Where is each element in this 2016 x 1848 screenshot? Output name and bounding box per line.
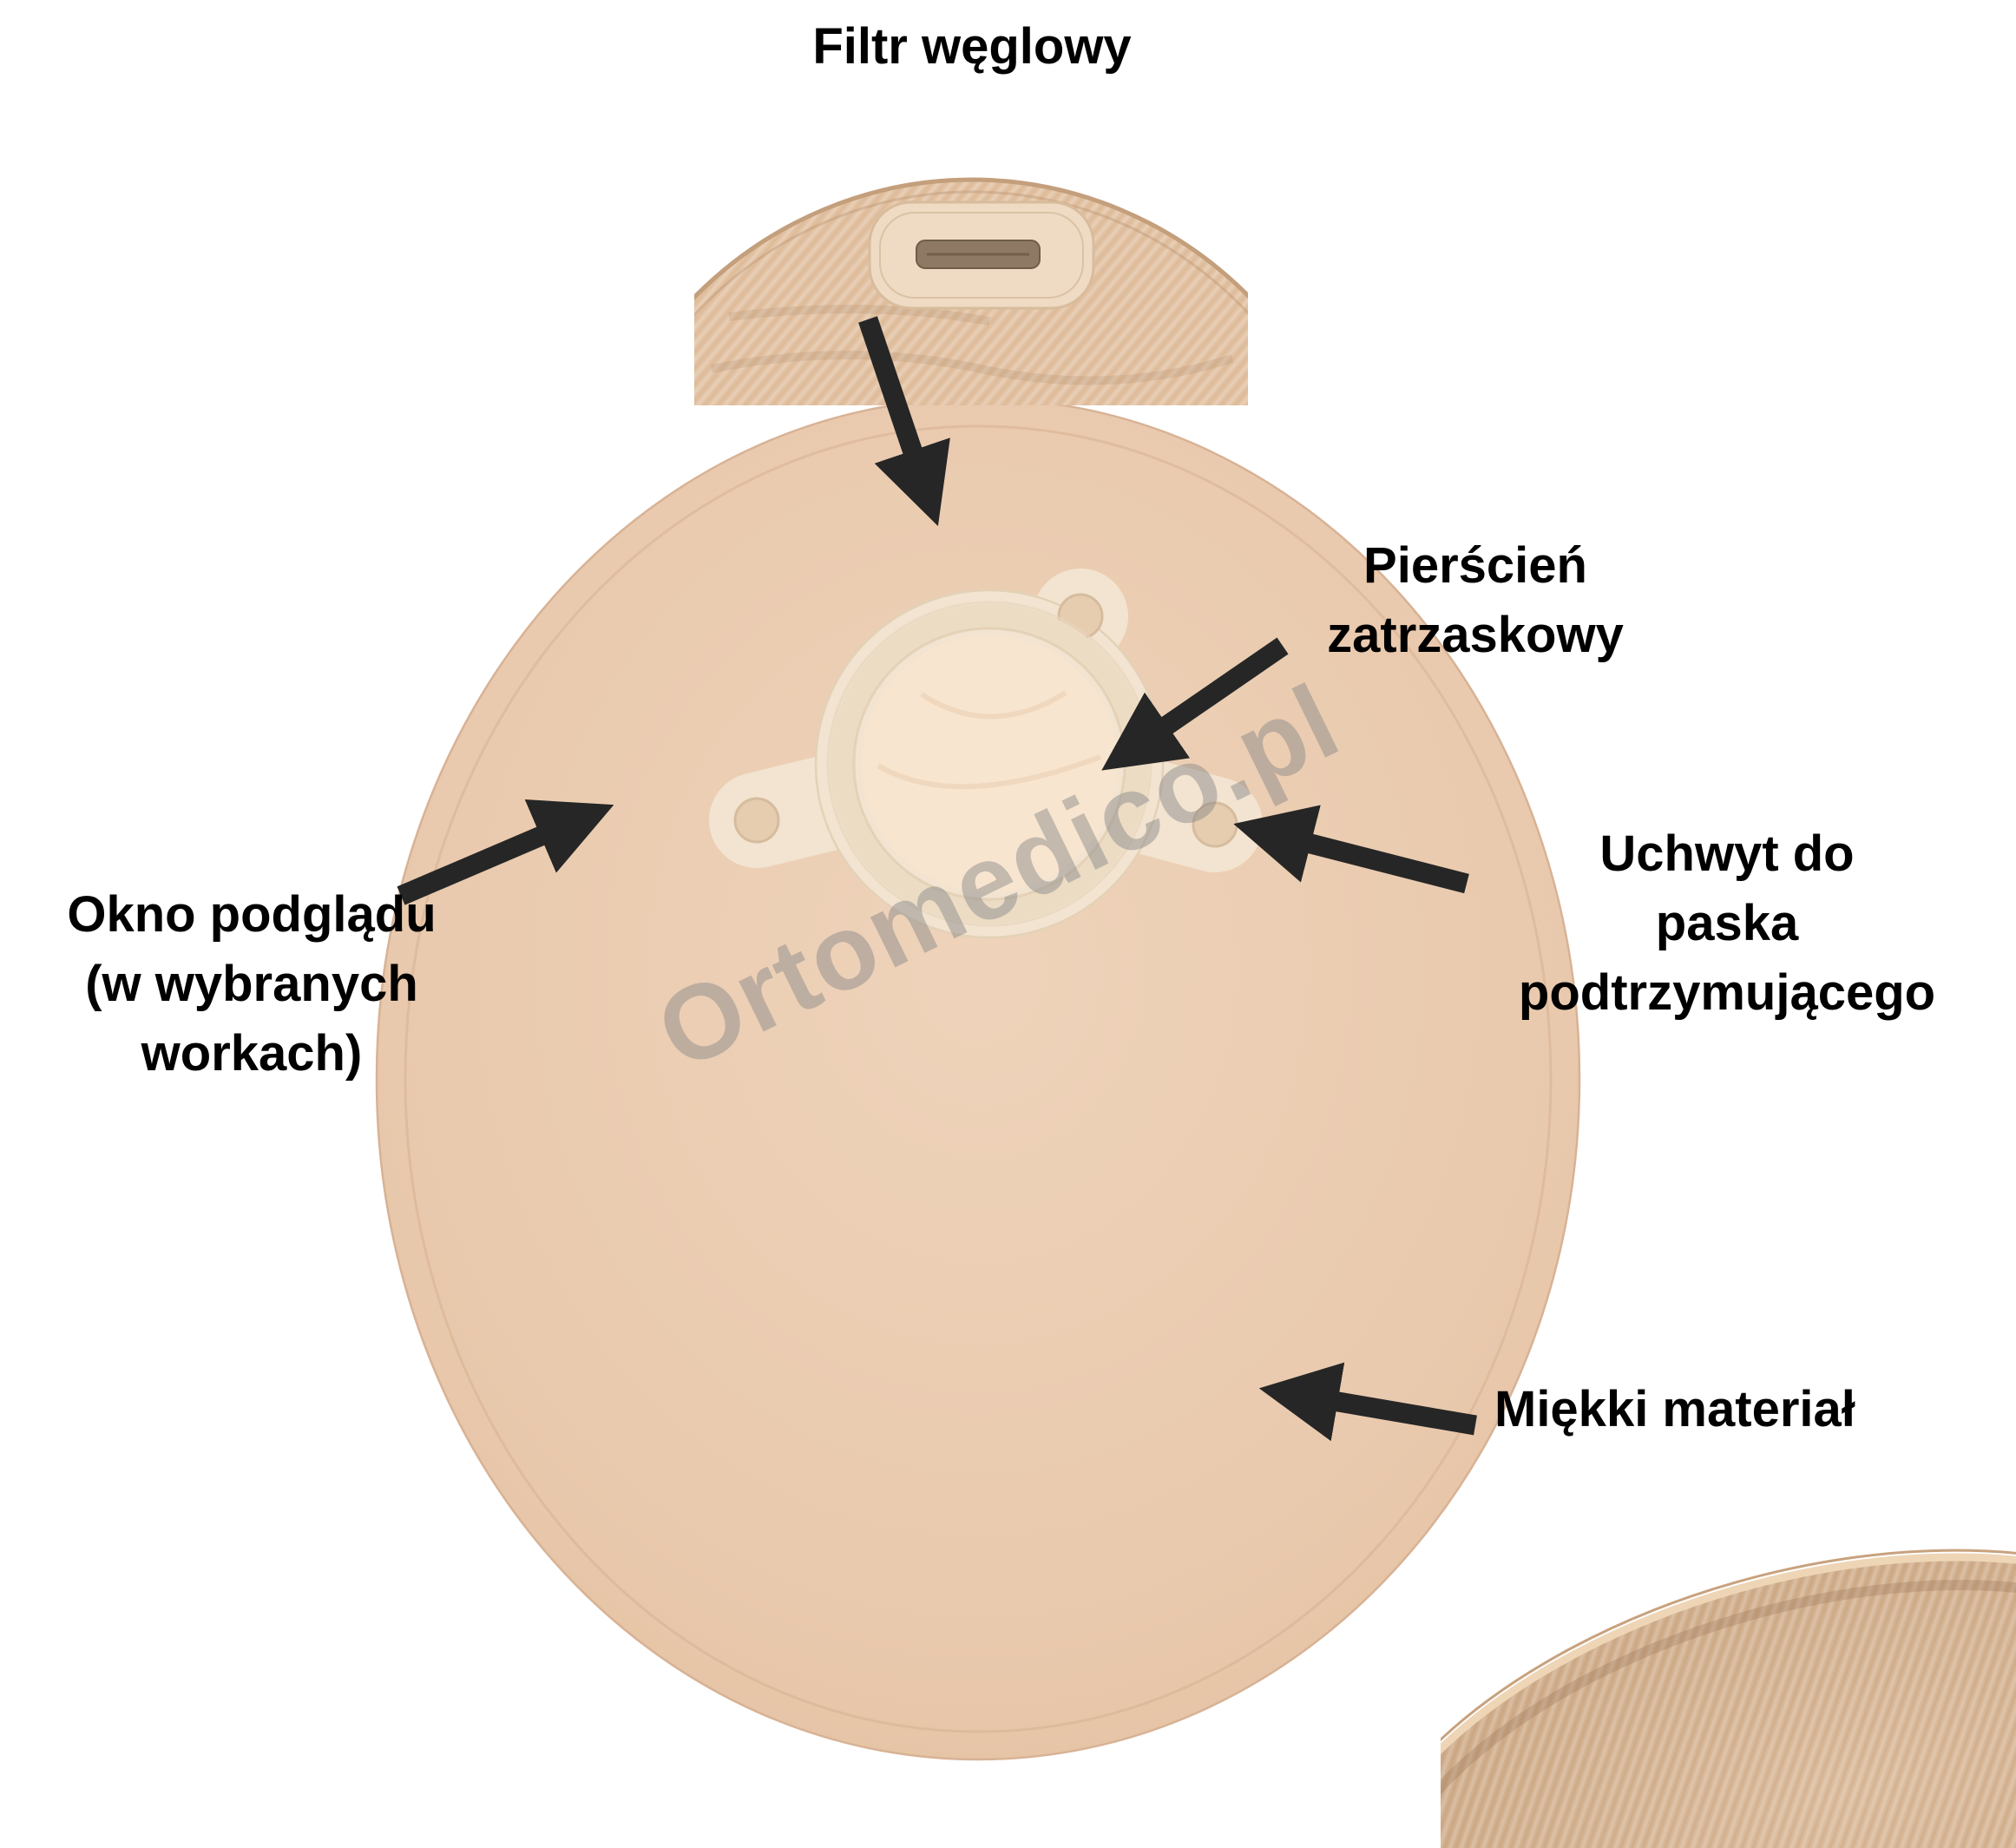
snap-ring <box>709 569 1263 939</box>
arrow-snap-ring <box>1101 637 1289 771</box>
fabric-corner <box>1441 1549 2016 1848</box>
label-belt-tab: Uchwyt do paska podtrzymującego <box>1518 825 1936 1022</box>
arrow-soft-material <box>1258 1362 1477 1442</box>
arrow-belt-tab <box>1233 805 1469 894</box>
arrow-carbon-filter <box>858 316 950 527</box>
label-viewing-window: Okno podglądu (w wybranych workach) <box>67 886 437 1082</box>
belt-hole-left <box>733 797 780 844</box>
bag-seam <box>404 424 1553 1733</box>
closeup-soft-material-photo <box>1441 1519 2016 1848</box>
label-carbon-filter: Filtr węglowy <box>812 18 1132 75</box>
label-soft-material: Miękki materiał <box>1494 1381 1855 1437</box>
closeup-carbon-filter-photo <box>694 82 1248 405</box>
arrow-viewing-window <box>397 799 614 905</box>
label-snap-ring: Pierścień zatrzaskowy <box>1327 537 1624 664</box>
